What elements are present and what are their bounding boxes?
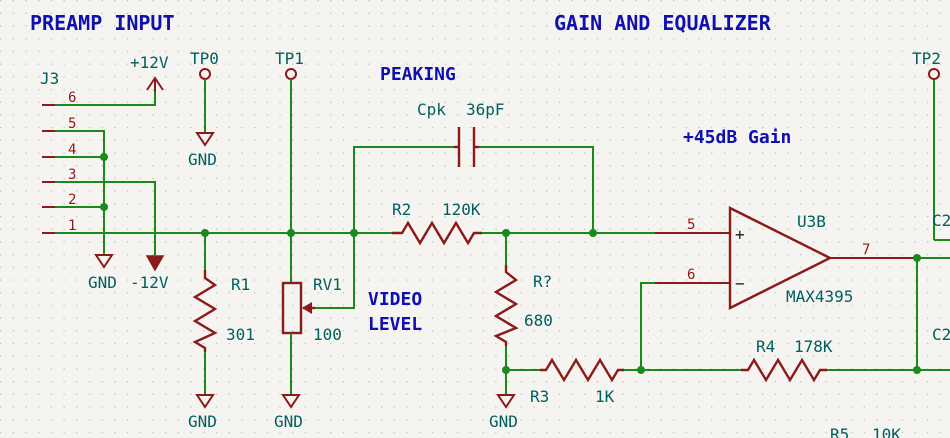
- rq-value: 680: [524, 311, 553, 330]
- plus12v-label: +12V: [130, 53, 169, 72]
- r2-value: 120K: [442, 200, 481, 219]
- j3-ref: J3: [40, 69, 59, 88]
- u3b-ref: U3B: [797, 212, 826, 231]
- u3b-pin-7: 7: [862, 242, 870, 258]
- r3-value: 1K: [595, 387, 615, 406]
- wiper-wire: [315, 146, 454, 309]
- j3-pin-6: 6: [68, 90, 76, 106]
- resistor-r3[interactable]: R3 1K: [506, 357, 741, 406]
- gnd-label-r1: GND: [188, 412, 217, 431]
- testpoint-tp0[interactable]: TP0 GND: [188, 49, 219, 169]
- r5-ref: R5: [830, 425, 849, 438]
- section-title-gain-eq: GAIN AND EQUALIZER: [554, 11, 772, 35]
- video-level-label-1: VIDEO: [368, 289, 422, 310]
- tp2-label: TP2: [912, 49, 941, 68]
- r4-value: 178K: [794, 337, 833, 356]
- power-plus12v: +12V: [130, 53, 169, 92]
- connector-j3[interactable]: J3 6 5 4 3 2 1: [40, 69, 76, 234]
- u3b-pin-5: 5: [687, 217, 695, 233]
- testpoint-tp2[interactable]: TP2: [912, 49, 941, 80]
- peaking-label: PEAKING: [380, 64, 456, 85]
- output-node: [913, 79, 950, 370]
- c2-ref-upper: C2: [932, 211, 950, 230]
- cpk-value: 36pF: [466, 100, 505, 119]
- u3b-plus-symbol: +: [735, 225, 745, 244]
- capacitor-cpk[interactable]: Cpk 36pF: [417, 100, 594, 233]
- resistor-r1[interactable]: R1 301 GND: [188, 229, 255, 431]
- r1-value: 301: [226, 325, 255, 344]
- c2-ref-lower: C2: [932, 325, 950, 344]
- testpoint-tp1[interactable]: TP1: [275, 49, 304, 283]
- r5-value: 10K: [872, 425, 901, 438]
- cpk-ref: Cpk: [417, 100, 446, 119]
- rv1-ref: RV1: [313, 275, 342, 294]
- j3-pin-3: 3: [68, 167, 76, 183]
- resistor-r5[interactable]: R5 10K: [830, 425, 901, 438]
- rv1-value: 100: [313, 325, 342, 344]
- u3b-minus-symbol: −: [735, 274, 745, 293]
- r3-ref: R3: [530, 387, 549, 406]
- resistor-r4[interactable]: R4 178K: [741, 337, 950, 383]
- rq-ref: R?: [533, 272, 552, 291]
- r4-ref: R4: [756, 337, 775, 356]
- opamp-u3b[interactable]: + − 5 6 7 U3B MAX4395: [640, 206, 917, 370]
- r1-ref: R1: [231, 275, 250, 294]
- resistor-r-unknown[interactable]: GND R? 680: [489, 233, 553, 431]
- j3-pin-4: 4: [68, 142, 76, 158]
- gnd-label-j3: GND: [88, 273, 117, 292]
- section-title-preamp: PREAMP INPUT: [30, 11, 175, 35]
- j3-pin-5: 5: [68, 116, 76, 132]
- power-minus12v: -12V: [130, 255, 169, 292]
- j3-pin-1: 1: [68, 218, 76, 234]
- u3b-value: MAX4395: [786, 287, 853, 306]
- u3b-pin-6: 6: [687, 267, 695, 283]
- resistor-r2[interactable]: R2 120K: [392, 200, 597, 246]
- video-level-label-2: LEVEL: [368, 314, 422, 335]
- r2-ref: R2: [392, 200, 411, 219]
- gain-note: +45dB Gain: [683, 127, 791, 148]
- tp1-label: TP1: [275, 49, 304, 68]
- gnd-label-rv1: GND: [274, 412, 303, 431]
- gnd-label-rq: GND: [489, 412, 518, 431]
- gnd-symbol-j3: GND: [88, 254, 117, 292]
- minus12v-label: -12V: [130, 273, 169, 292]
- tp0-label: TP0: [190, 49, 219, 68]
- potentiometer-rv1[interactable]: GND RV1 100: [274, 275, 342, 431]
- gnd-label-tp0: GND: [188, 150, 217, 169]
- j3-pin-2: 2: [68, 192, 76, 208]
